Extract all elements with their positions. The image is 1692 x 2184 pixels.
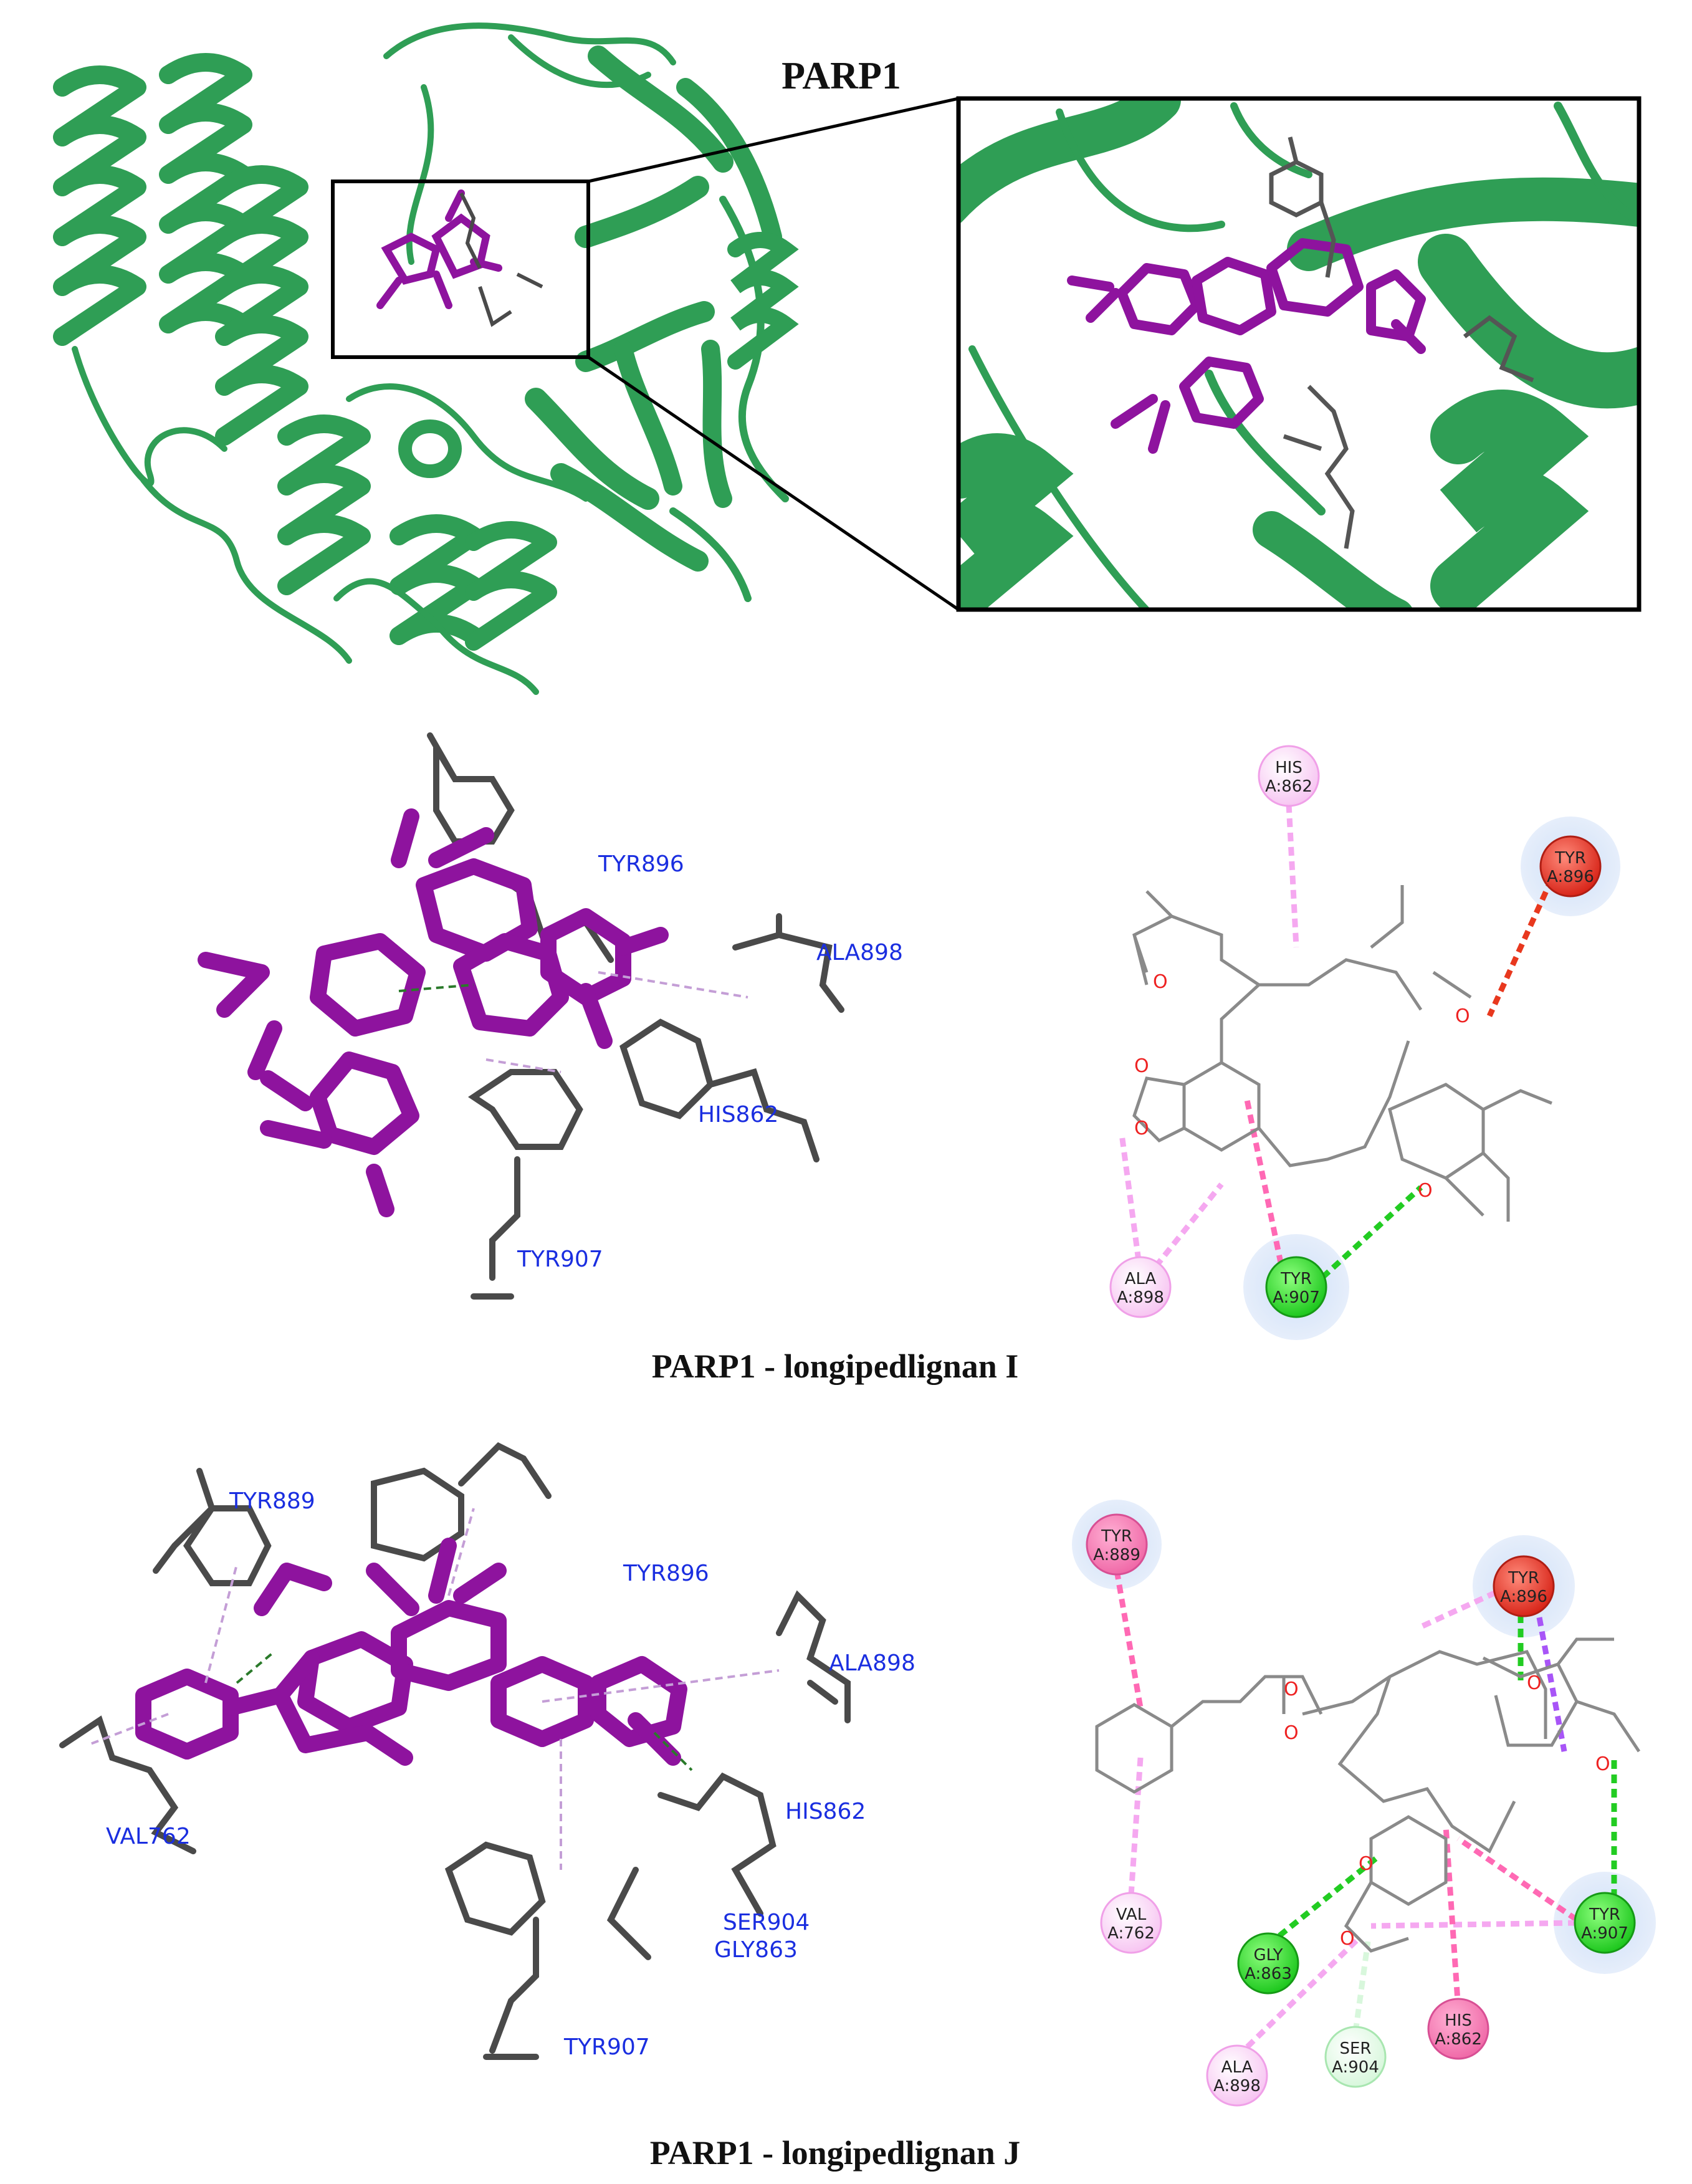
complex-i-node-tyr907-num: A:907 [1273, 1288, 1320, 1307]
complex-j-node-ala898-num: A:898 [1213, 2077, 1261, 2095]
complex-j-node-val762-name: VAL [1116, 1905, 1147, 1924]
complex-j-ligand-skeleton [1095, 1637, 1641, 1953]
zoom-residues [1269, 136, 1534, 549]
complex-i-3d-pose [198, 732, 844, 1300]
complex-j-node-ser904-name: SER [1340, 2039, 1372, 2058]
zoom-panel-content [958, 98, 1639, 610]
complex-j-atom-o6: O [1340, 1928, 1355, 1950]
complex-j-node-tyr907: TYR A:907 [1574, 1892, 1636, 1954]
complex-i-node-his862: HIS A:862 [1258, 745, 1320, 807]
complex-j-node-gly863-num: A:863 [1245, 1965, 1292, 1983]
complex-i-atom-o4: O [1455, 1005, 1470, 1027]
zoom-ligand [1067, 238, 1426, 454]
complex-j-node-tyr907-name: TYR [1589, 1905, 1620, 1924]
complex-j-node-tyr889-num: A:889 [1093, 1546, 1140, 1564]
complex-i-node-ala898: ALA A:898 [1109, 1256, 1172, 1318]
complex-j-interaction-lines [1114, 1570, 1617, 2059]
complex-j-atom-o4: O [1595, 1753, 1610, 1775]
complex-j-node-gly863-name: GLY [1253, 1946, 1283, 1965]
complex-j-node-tyr907-num: A:907 [1581, 1924, 1628, 1943]
complex-j-node-his862: HIS A:862 [1427, 1998, 1489, 2060]
complex-j-label-ser904: SER904 [723, 1910, 810, 1935]
ligand-overview [376, 189, 502, 309]
complex-i-caption: PARP1 - longipedlignan I [652, 1348, 1019, 1385]
overview-title: PARP1 [781, 55, 901, 97]
complex-i-node-ala898-num: A:898 [1117, 1288, 1164, 1307]
complex-i-node-tyr907-name: TYR [1280, 1270, 1312, 1288]
zoom-connector-bottom [587, 355, 960, 611]
complex-i-ligand-skeleton [1132, 885, 1552, 1222]
complex-i-label-tyr907: TYR907 [517, 1247, 603, 1272]
complex-j-node-his862-num: A:862 [1435, 2030, 1482, 2049]
complex-j-atom-o3: O [1527, 1672, 1542, 1694]
complex-j-label-gly863: GLY863 [714, 1937, 798, 1963]
complex-j-3d-pose [59, 1442, 851, 2060]
complex-j-label-ala898: ALA898 [829, 1650, 915, 1676]
zoom-panel-frame [956, 96, 1642, 612]
complex-j-node-tyr889: TYR A:889 [1086, 1513, 1148, 1576]
complex-j-node-ala898-name: ALA [1221, 2058, 1253, 2077]
complex-j-caption: PARP1 - longipedlignan J [650, 2134, 1021, 2172]
complex-i-atom-o3: O [1153, 971, 1168, 993]
complex-j-atom-o1: O [1284, 1679, 1299, 1700]
complex-j-2d-diagram: O O O O O O [1072, 1500, 1656, 2059]
protein-beta-sheets-overview [398, 46, 799, 602]
complex-j-node-his862-name: HIS [1445, 2011, 1472, 2030]
complex-j-node-ser904-num: A:904 [1332, 2058, 1379, 2077]
zoom-connector-top [588, 97, 959, 183]
complex-i-atom-o1: O [1134, 1055, 1149, 1077]
complex-j-node-ala898: ALA A:898 [1206, 2044, 1268, 2107]
complex-j-node-ser904: SER A:904 [1324, 2026, 1387, 2088]
complex-i-interaction-lines [1119, 803, 1555, 1290]
complex-j-node-tyr896-name: TYR [1508, 1569, 1539, 1588]
complex-j-atom-o2: O [1284, 1722, 1299, 1744]
complex-i-node-ala898-name: ALA [1125, 1270, 1157, 1288]
complex-i-node-tyr896-num: A:896 [1547, 868, 1594, 886]
complex-i-node-his862-num: A:862 [1265, 777, 1312, 796]
complex-j-label-tyr889: TYR889 [229, 1488, 315, 1514]
complex-j-node-tyr896-num: A:896 [1500, 1588, 1547, 1606]
complex-j-atom-o5: O [1359, 1853, 1374, 1875]
complex-i-label-tyr896: TYR896 [598, 851, 684, 877]
complex-i-atom-o5: O [1418, 1180, 1433, 1202]
complex-i-label-his862: HIS862 [698, 1102, 778, 1128]
complex-j-label-his862: HIS862 [785, 1799, 866, 1824]
complex-j-label-tyr896: TYR896 [623, 1561, 709, 1586]
complex-i-node-tyr896-name: TYR [1554, 849, 1586, 868]
complex-j-node-tyr889-name: TYR [1101, 1527, 1132, 1546]
complex-j-label-tyr907: TYR907 [563, 2034, 650, 2060]
residue-sticks-overview [459, 192, 543, 327]
complex-i-node-his862-name: HIS [1275, 759, 1302, 777]
complex-i-node-tyr907: TYR A:907 [1265, 1256, 1327, 1318]
complex-j-label-val762: VAL762 [106, 1824, 191, 1849]
complex-j-node-tyr896: TYR A:896 [1493, 1555, 1555, 1617]
complex-i-atom-o2: O [1134, 1118, 1149, 1139]
complex-j-node-val762-num: A:762 [1107, 1924, 1155, 1943]
overview-selection-box [331, 180, 590, 359]
complex-j-node-val762: VAL A:762 [1100, 1892, 1162, 1954]
complex-j-node-gly863: GLY A:863 [1237, 1932, 1299, 1995]
complex-i-label-ala898: ALA898 [816, 940, 903, 965]
complex-i-node-tyr896: TYR A:896 [1539, 835, 1602, 898]
